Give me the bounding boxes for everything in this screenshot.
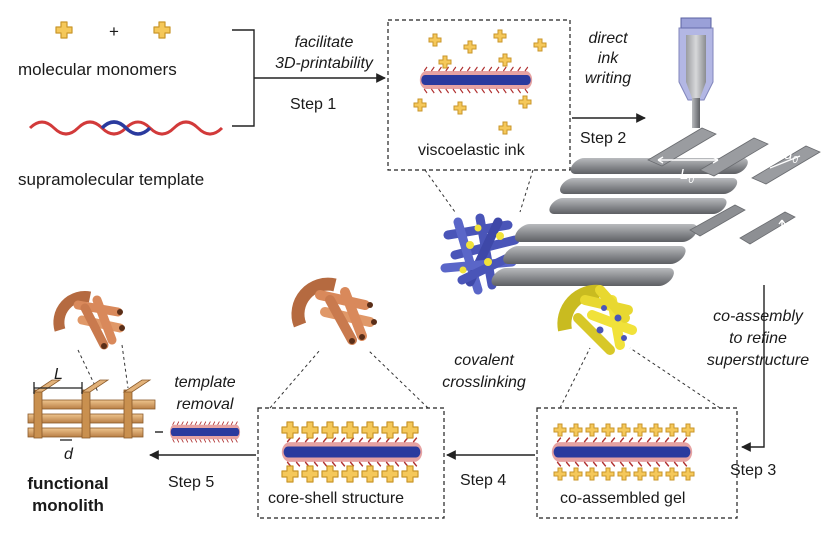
template-blue-segment <box>100 120 152 136</box>
core-shell-box <box>257 407 445 519</box>
printed-lattice <box>491 127 821 286</box>
viscoelastic-ink-box <box>387 19 571 171</box>
monomer-left-icon <box>55 21 73 39</box>
gel-fibre <box>550 436 694 468</box>
lattice-dimension-arrows <box>657 155 801 239</box>
wood-lattice <box>27 379 156 439</box>
lattice-d0-sub: 0 <box>792 155 798 166</box>
co-assembled-gel-label: co-assembled gel <box>560 490 686 507</box>
monolith-zoom-lines <box>77 344 129 393</box>
blue-bundle-illustration <box>440 213 525 295</box>
step4-label: Step 4 <box>460 472 507 489</box>
step3-arrow <box>741 285 765 452</box>
plus-sign: + <box>109 22 119 41</box>
yellow-bundle-illustration <box>557 284 637 355</box>
gel-zoom-lines <box>559 347 721 409</box>
molecular-monomers-label: molecular monomers <box>18 60 177 79</box>
lattice-h-label: h <box>790 220 799 237</box>
monolith-orange-bundle <box>53 291 125 350</box>
orange-bundle-illustration <box>291 277 377 345</box>
step2-label: Step 2 <box>580 130 627 147</box>
ink-fibre <box>419 66 533 94</box>
step1-italic-line1: facilitate <box>294 34 354 51</box>
step3-italic-line1: co-assembly <box>713 308 803 325</box>
step1-italic-line2: 3D-printability <box>275 55 373 72</box>
step2-italic-line2: ink <box>597 50 619 67</box>
core-shell-label: core-shell structure <box>268 490 405 507</box>
step4-italic-line2: crosslinking <box>442 374 526 391</box>
monolith-dimension-marks <box>33 382 83 441</box>
step5-label: Step 5 <box>168 474 215 491</box>
co-assembled-gel-box <box>536 407 738 519</box>
step1-label: Step 1 <box>290 96 337 113</box>
ink-zoom-lines <box>424 169 534 213</box>
step4-italic-line1: covalent <box>454 352 514 369</box>
step2-italic-line3: writing <box>584 70 632 87</box>
lattice-d0-main: d <box>784 146 793 163</box>
step3-italic-line3: superstructure <box>706 352 810 369</box>
monomer-right-icon <box>153 21 171 39</box>
monolith-L-label: L <box>54 366 63 383</box>
step5-italic-line1: template <box>174 374 236 391</box>
core-shell-fibre <box>280 436 424 468</box>
step2-italic-line1: direct <box>588 30 628 47</box>
printer-nozzle <box>678 17 714 128</box>
lattice-d0-label: d0 <box>784 146 798 167</box>
core-shell-zoom-lines <box>269 349 429 409</box>
lattice-L0-label: L0 <box>680 166 694 187</box>
functional-label: functional <box>27 474 109 493</box>
lattice-L0-sub: 0 <box>688 175 694 186</box>
monolith-label: monolith <box>32 496 104 515</box>
step5-italic-line2: removal <box>176 396 234 413</box>
step1-bracket <box>232 29 255 127</box>
supramolecular-template-label: supramolecular template <box>18 170 205 189</box>
lattice-L0-main: L <box>680 166 689 183</box>
viscoelastic-ink-label: viscoelastic ink <box>418 142 525 159</box>
monolith-d-label: d <box>64 446 73 463</box>
step3-italic-line2: to refine <box>729 330 787 347</box>
step3-label: Step 3 <box>730 462 777 479</box>
removed-template-fibre <box>169 421 241 443</box>
